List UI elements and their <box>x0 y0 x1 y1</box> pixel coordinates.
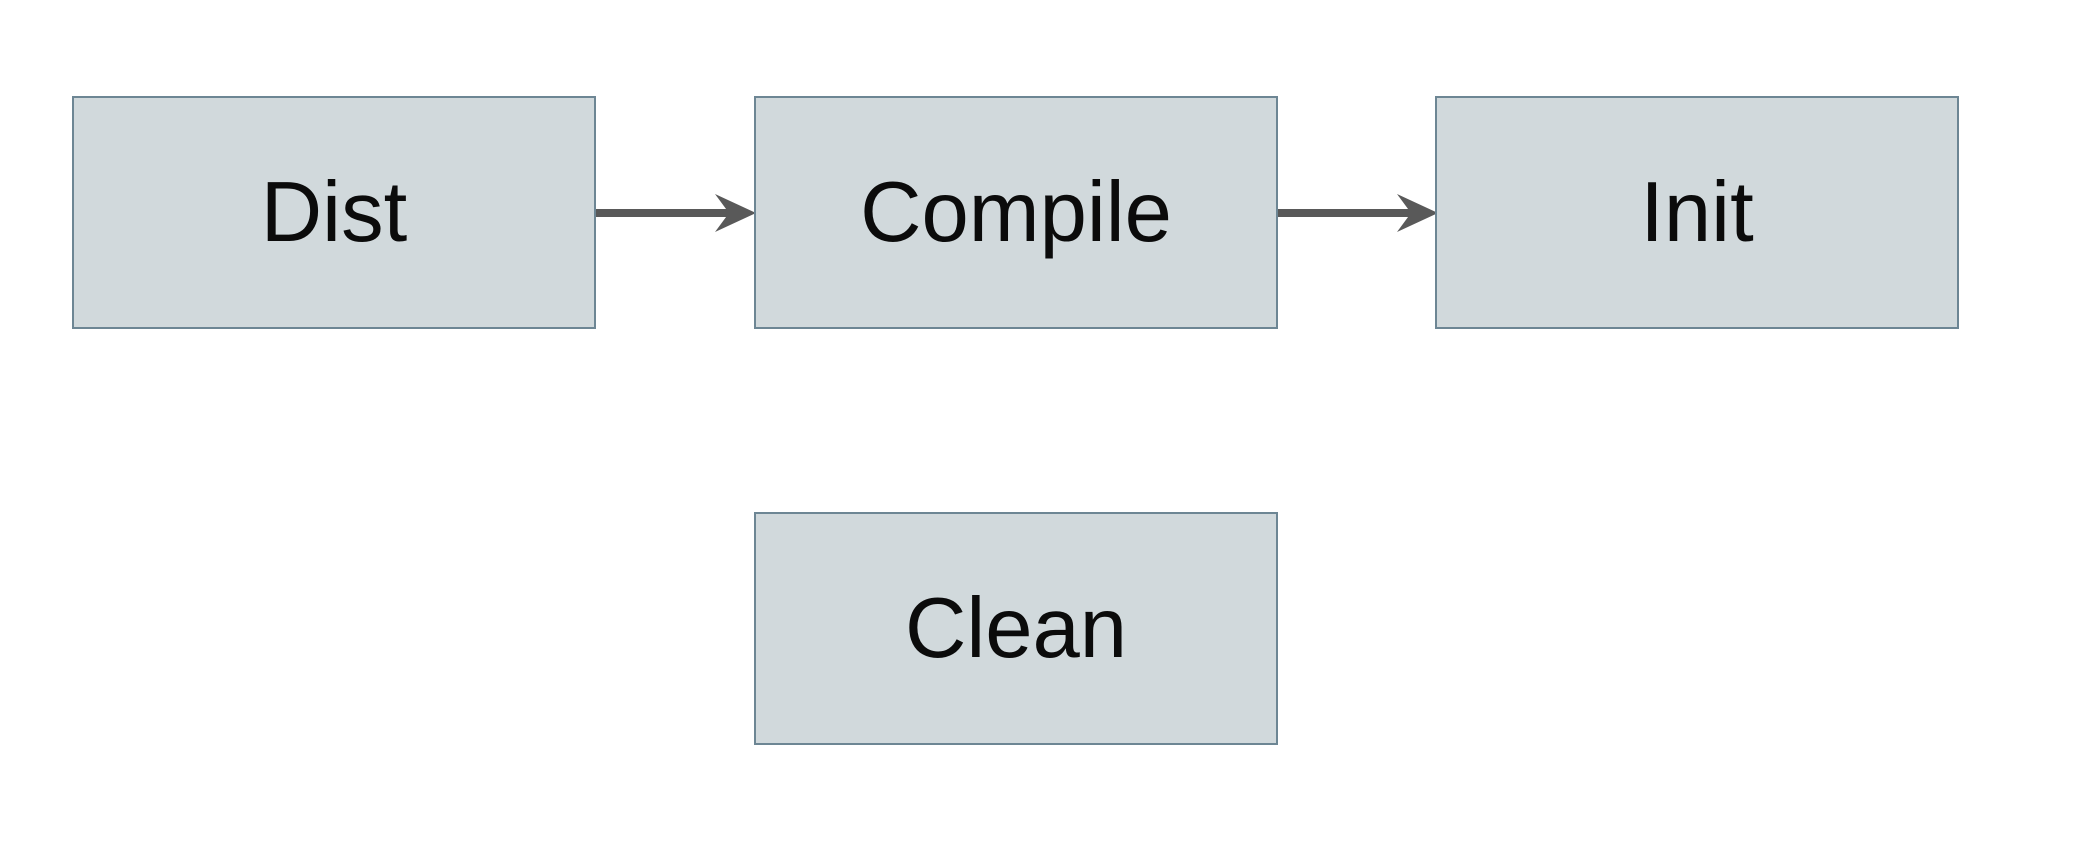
node-init: Init <box>1435 96 1959 329</box>
node-dist-label: Dist <box>260 165 408 260</box>
node-init-label: Init <box>1640 165 1754 260</box>
node-clean: Clean <box>754 512 1278 745</box>
arrow-dist-to-compile <box>596 194 756 232</box>
node-compile: Compile <box>754 96 1278 329</box>
arrow-compile-to-init <box>1278 194 1438 232</box>
arrowhead-icon <box>1397 194 1438 232</box>
node-compile-label: Compile <box>860 165 1172 260</box>
arrowhead-icon <box>715 194 756 232</box>
node-dist: Dist <box>72 96 596 329</box>
node-clean-label: Clean <box>904 581 1128 676</box>
